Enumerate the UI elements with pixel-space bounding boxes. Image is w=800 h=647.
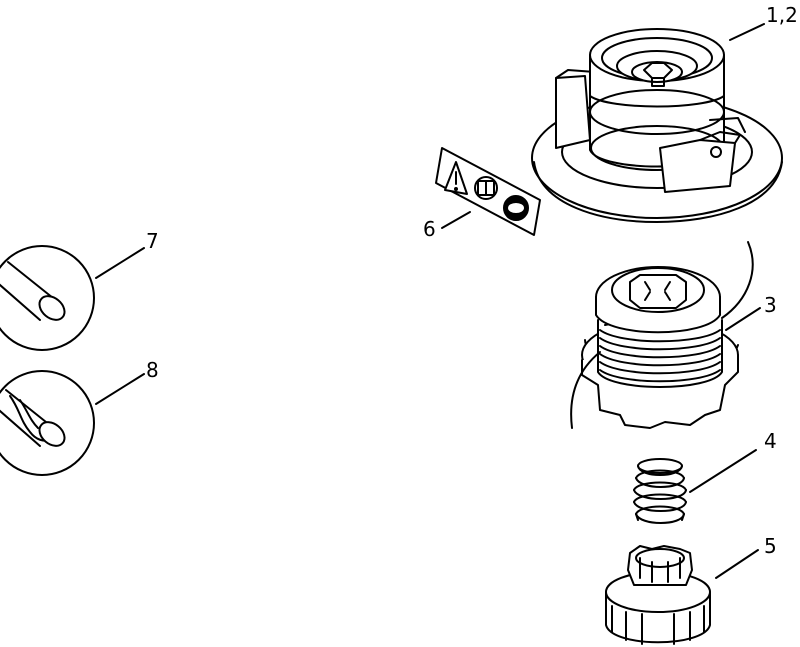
callout-4: 4	[764, 429, 777, 453]
callout-1-2: 1,2	[766, 3, 798, 27]
bump-knob	[605, 545, 711, 645]
line-spool	[570, 241, 754, 429]
callout-6: 6	[423, 217, 436, 241]
trimmer-head-cover	[531, 28, 783, 223]
callout-5: 5	[764, 534, 777, 558]
leader-line-3	[725, 307, 761, 331]
callout-7: 7	[146, 229, 159, 253]
eye-protection-icon	[503, 195, 529, 221]
round-line-cross-section	[0, 245, 95, 351]
leader-line-8	[95, 373, 145, 405]
twisted-line-cross-section	[0, 370, 95, 476]
leader-line-7	[95, 247, 145, 279]
callout-3: 3	[764, 293, 777, 317]
leader-line-5	[715, 549, 759, 579]
compression-spring	[633, 458, 687, 524]
safety-label	[435, 147, 541, 236]
book-icon	[474, 176, 498, 200]
leader-line-1-2	[729, 23, 765, 41]
leader-line-6	[441, 211, 471, 229]
callout-8: 8	[146, 358, 159, 382]
leader-line-4	[689, 449, 757, 493]
